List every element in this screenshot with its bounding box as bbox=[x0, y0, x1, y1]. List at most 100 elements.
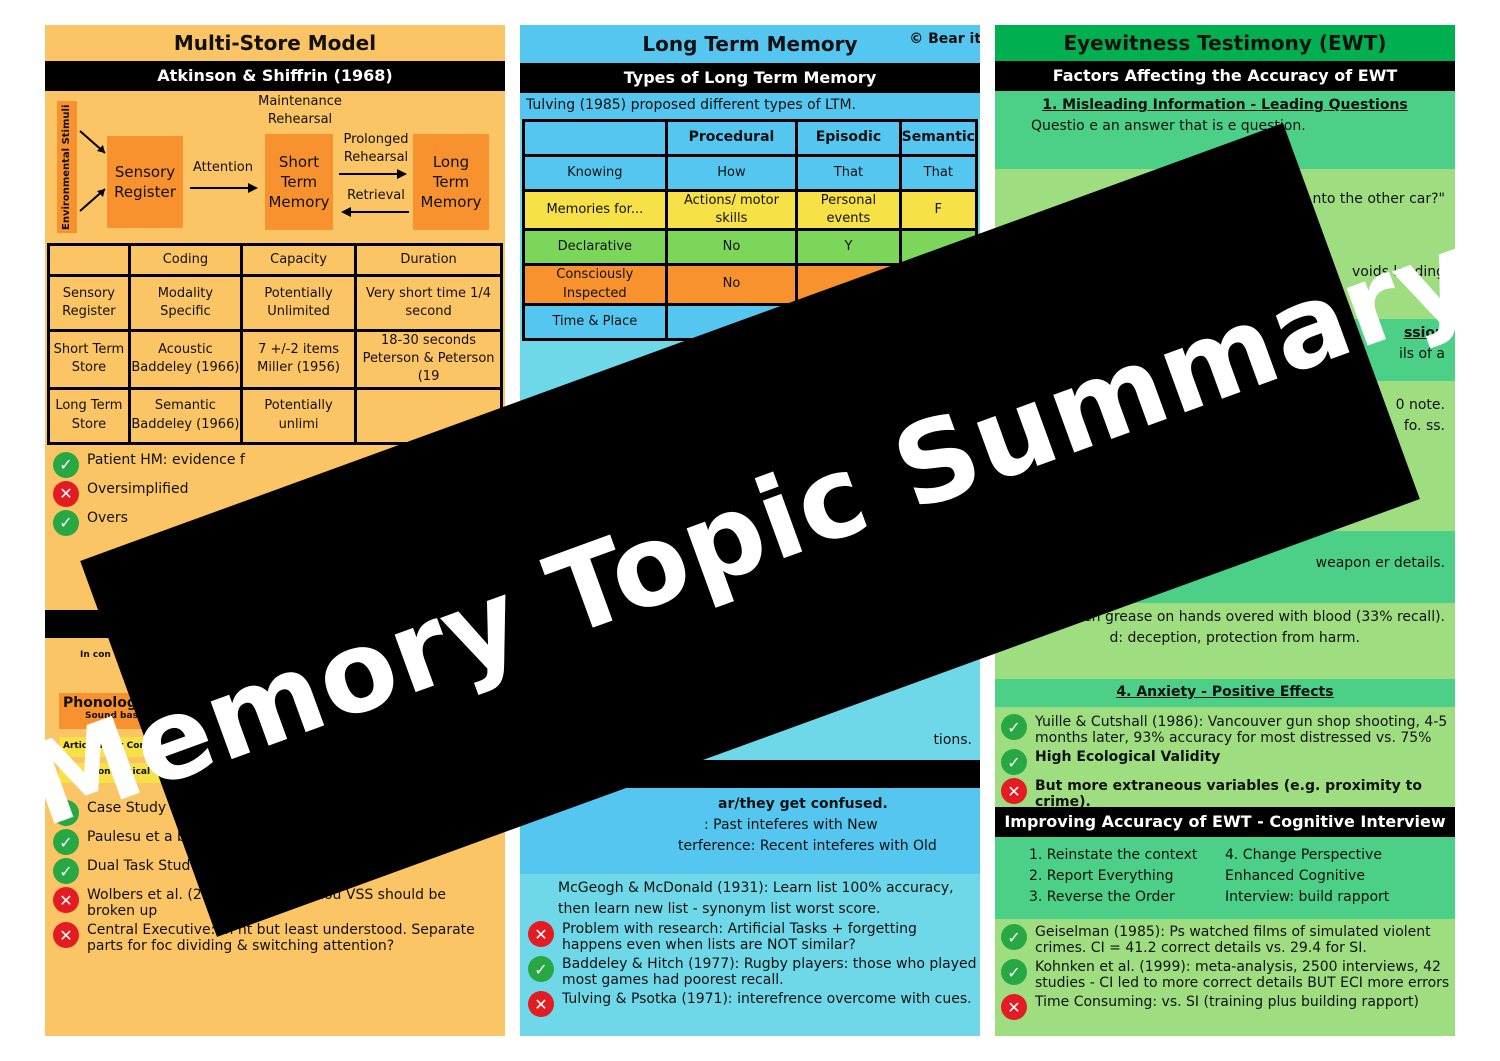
table-row: Declarative No Y bbox=[525, 231, 975, 264]
section-text: ils of a bbox=[1398, 346, 1445, 362]
table-cell: Y bbox=[798, 231, 899, 264]
attention-label: Attention bbox=[193, 160, 253, 175]
eval-text: Kohnken et al. (1999): meta-analysis, 25… bbox=[1035, 959, 1450, 991]
retrieval-label: Retrieval bbox=[347, 188, 405, 203]
ltm-subtitle: Types of Long Term Memory bbox=[520, 63, 980, 93]
phon-label: Phonolog bbox=[63, 695, 137, 711]
ltm-evaluation: ✕ Problem with research: Artificial Tasks… bbox=[528, 918, 978, 1020]
table-header: Episodic bbox=[798, 122, 899, 154]
tulving-intro: Tulving (1985) proposed different types … bbox=[520, 93, 980, 119]
table-cell: Consciously Inspected bbox=[525, 266, 665, 303]
check-icon: ✓ bbox=[53, 800, 79, 826]
table-row: Coding Capacity Duration bbox=[50, 246, 500, 274]
cross-icon: ✕ bbox=[53, 480, 79, 507]
attention-arrow-icon bbox=[190, 183, 258, 193]
eval-text: Tulving & Psotka (1971): interefrence ov… bbox=[562, 991, 972, 1007]
cross-icon: ✕ bbox=[53, 887, 79, 913]
list-item: ✓Yuille & Cutshall (1986): Vancouver gun… bbox=[1001, 714, 1449, 746]
check-icon: ✓ bbox=[53, 451, 79, 478]
table-cell: Memories for... bbox=[525, 192, 665, 229]
stimuli-arrows-icon bbox=[79, 130, 106, 212]
loftus-section: nto the other car?" voids leading bbox=[995, 169, 1455, 319]
ci-item: 4. Change Perspective bbox=[1225, 847, 1382, 863]
section-text: ng room, pen grease on hands overed with… bbox=[1006, 609, 1445, 625]
cross-icon: ✕ bbox=[528, 921, 554, 947]
interference-def: ar/they get confused. bbox=[718, 796, 888, 812]
table-cell: Semantic Baddeley (1966) bbox=[130, 389, 241, 442]
table-cell: No bbox=[667, 231, 796, 264]
table-cell bbox=[50, 246, 128, 274]
table-cell: Very short time 1/4 second bbox=[357, 277, 500, 329]
cross-icon: ✕ bbox=[528, 991, 554, 1017]
list-item: ✓ Patient HM: evidence f bbox=[53, 451, 497, 478]
check-icon: ✓ bbox=[1001, 924, 1027, 950]
stm-box: Short Term Memory bbox=[265, 134, 333, 230]
section-text: 0 note. fo. ss. bbox=[1395, 397, 1445, 434]
table-cell: Time & Place bbox=[525, 305, 665, 338]
table-cell: That bbox=[901, 157, 975, 189]
eval-text: Overs bbox=[87, 509, 128, 526]
list-item: ✕ Problem with research: Artificial Tasks… bbox=[528, 921, 978, 953]
list-item: ✓Case Study bbox=[53, 800, 497, 826]
msm-title: Multi-Store Model bbox=[173, 31, 377, 55]
copyright: © Bear it in MIND bbox=[909, 31, 980, 47]
table-row: Sensory Register Modality Specific Poten… bbox=[50, 277, 500, 329]
list-item: ✓Overs bbox=[53, 509, 497, 536]
list-item: ✕Wolbers et al. (2 spatial tasjs withou … bbox=[53, 887, 497, 919]
check-icon: ✓ bbox=[528, 956, 554, 982]
prolonged-label: Prolonged Rehearsal bbox=[343, 132, 409, 166]
list-item: ✓Geiselman (1985): Ps watched films of s… bbox=[1001, 924, 1453, 956]
cross-icon: ✕ bbox=[1001, 994, 1027, 1020]
table-cell: Personal events bbox=[798, 192, 899, 229]
list-item: ✕Time Consuming: vs. SI (training plus b… bbox=[1001, 994, 1453, 1020]
table-cell: Potentially unlimi bbox=[243, 389, 355, 442]
table-cell bbox=[525, 122, 665, 154]
eval-text: Problem with research: Artificial Tasks … bbox=[562, 921, 917, 953]
ci-item: 3. Reverse the Order bbox=[1029, 889, 1175, 905]
eval-text: Oversimplified bbox=[87, 480, 189, 497]
gabbert-section: 0 note. fo. ss. bbox=[995, 381, 1455, 531]
table-header: Coding bbox=[130, 246, 241, 274]
table-row: Procedural Episodic Semantic bbox=[525, 122, 975, 154]
check-icon: ✓ bbox=[1001, 959, 1027, 985]
ltm-tions: tions. bbox=[933, 732, 972, 748]
mcgeoch-study: McGeogh & McDonald (1931): Learn list 10… bbox=[558, 880, 954, 917]
eval-text: But more extraneous variables (e.g. prox… bbox=[1035, 778, 1422, 810]
table-cell: Declarative bbox=[525, 231, 665, 264]
table-cell: No bbox=[667, 266, 796, 303]
table-header: Semantic bbox=[901, 122, 975, 154]
eval-text: Central Executive: m nt but least unders… bbox=[87, 922, 475, 954]
list-item: ✓ Kohnken et al. (1999): meta-analysis, 2… bbox=[1001, 959, 1453, 991]
msm-evaluation: ✓Patient HM: evidence f ✕Oversimplified … bbox=[45, 445, 505, 543]
table-cell: Modality Specific bbox=[130, 277, 241, 329]
table-header: Capacity bbox=[243, 246, 355, 274]
ci-item: 2. Report Everything bbox=[1029, 868, 1174, 884]
list-item: ✕But more extraneous variables (e.g. pro… bbox=[1001, 778, 1449, 810]
wm-intro: In con bbox=[80, 650, 111, 660]
ci-techniques: 1. Reinstate the context 2. Report Every… bbox=[995, 837, 1455, 919]
eval-text: Patient HM: evidence f bbox=[87, 451, 245, 468]
cross-icon: ✕ bbox=[53, 922, 79, 948]
section-text: Questio e an answer that is e question. bbox=[1031, 118, 1306, 134]
anxiety-positive-evaluation: ✓Yuille & Cutshall (1986): Vancouver gun… bbox=[995, 707, 1455, 817]
proactive-def: : Past inteferes with New bbox=[704, 817, 878, 833]
env-stimuli: Environmental Stimuli bbox=[57, 101, 77, 233]
section-heading: ssion bbox=[1403, 325, 1445, 341]
check-icon: ✓ bbox=[53, 858, 79, 884]
msm-table: Coding Capacity Duration Sensory Registe… bbox=[47, 243, 503, 445]
sensory-register-box: Sensory Register bbox=[107, 136, 183, 228]
list-item: ✓High Ecological Validity bbox=[1001, 749, 1449, 775]
rehearsal-arrow-icon bbox=[339, 169, 407, 179]
table-cell: Actions/ motor skills bbox=[667, 192, 796, 229]
section-text: weapon er details. bbox=[1315, 555, 1445, 571]
table-cell: 18-30 seconds Peterson & Peterson (19 bbox=[357, 332, 500, 387]
list-item: ✓Baddeley & Hitch (1977): Rugby players:… bbox=[528, 956, 978, 988]
section-text: d: deception, protection from harm. bbox=[1109, 630, 1360, 646]
table-cell: Acoustic Baddeley (1966) bbox=[130, 332, 241, 387]
table-cell: Short Term Store bbox=[50, 332, 128, 387]
list-item: ✕ Oversimplified bbox=[53, 480, 497, 507]
ewt-subtitle: Factors Affecting the Accuracy of EWT bbox=[995, 61, 1455, 91]
table-header: Duration bbox=[357, 246, 500, 274]
table-cell: 7 +/-2 items Miller (1956) bbox=[243, 332, 355, 387]
sound-label: Sound bas bbox=[85, 711, 138, 721]
